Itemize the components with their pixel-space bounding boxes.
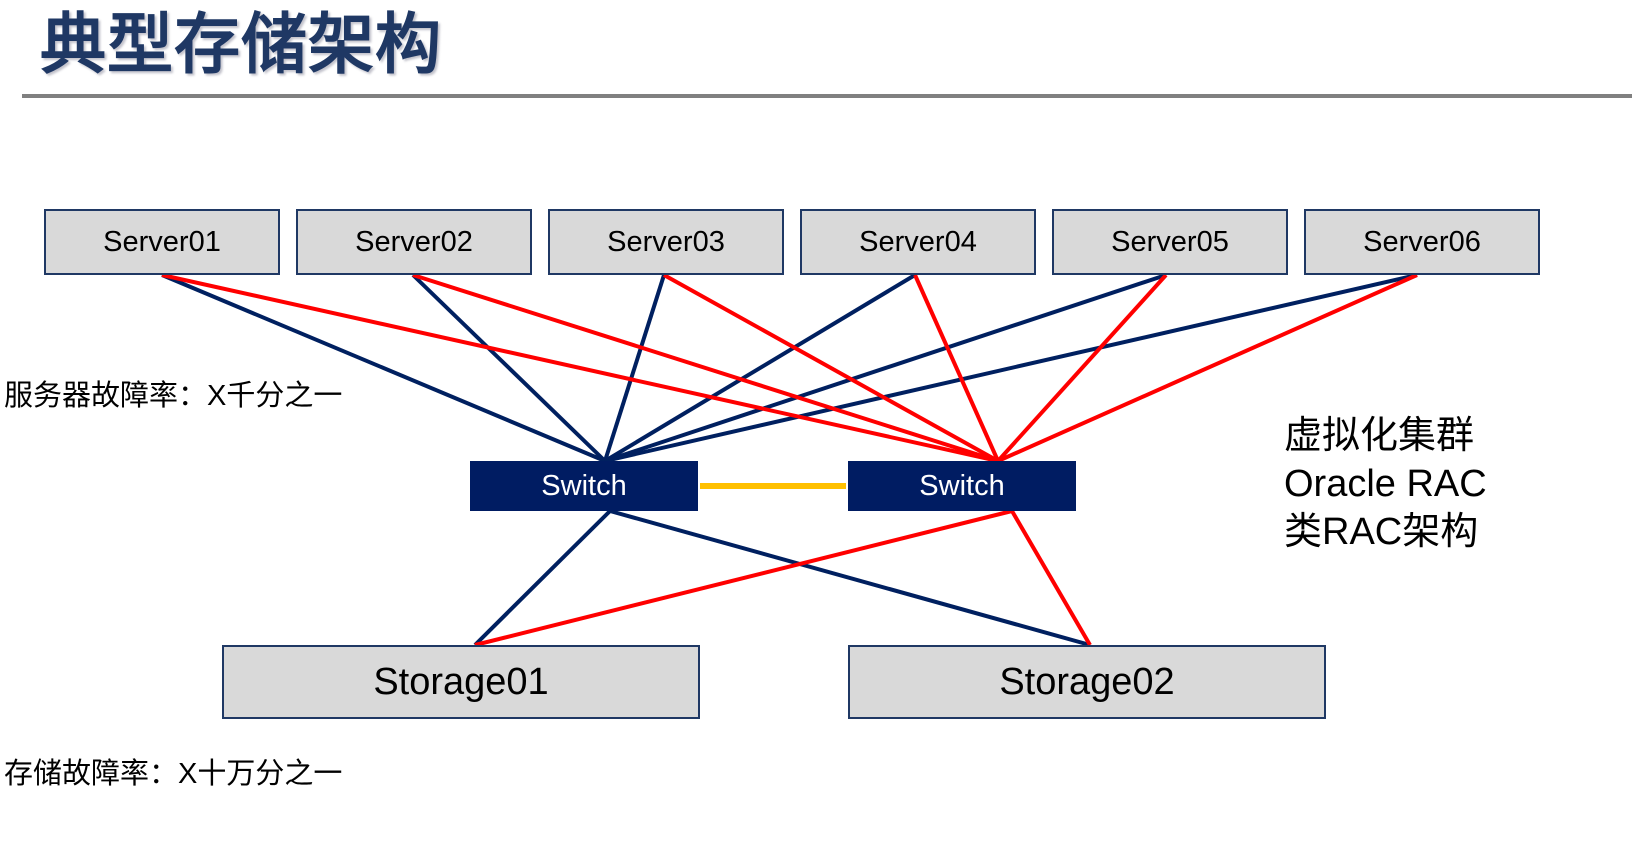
switch-label: Switch <box>919 469 1005 502</box>
switch-box-left[interactable]: Switch <box>470 461 698 511</box>
link-server4-switch-right <box>913 274 1000 462</box>
storage-label: Storage01 <box>373 660 549 703</box>
cluster-note-line-2: Oracle RAC <box>1284 463 1487 505</box>
link-server1-switch-right <box>161 273 999 463</box>
server-label: Server03 <box>607 225 725 258</box>
page-title: 典型存储架构 <box>40 7 442 81</box>
server-box-5[interactable]: Server05 <box>1052 209 1288 275</box>
link-switch-right-storage1 <box>474 509 1013 647</box>
server-label: Server04 <box>859 225 977 258</box>
link-server5-switch-left <box>604 273 1167 463</box>
server-to-switch-links <box>161 273 1418 463</box>
switch-to-storage-links <box>473 509 1092 647</box>
storage-box-2[interactable]: Storage02 <box>848 645 1326 719</box>
server-label: Server02 <box>355 225 473 258</box>
storage-failure-rate-label: 存储故障率：X十万分之一 <box>4 758 343 790</box>
link-switch-right-storage2 <box>1010 509 1092 647</box>
storage-label: Storage02 <box>999 660 1175 703</box>
link-server2-switch-right <box>412 273 999 463</box>
switch-label: Switch <box>541 469 627 502</box>
cluster-note-line-1: 虚拟化集群 <box>1284 415 1475 457</box>
cluster-note-line-3: 类RAC架构 <box>1284 511 1479 553</box>
storage-box-1[interactable]: Storage01 <box>222 645 700 719</box>
link-switch-left-storage1 <box>473 509 612 647</box>
server-box-2[interactable]: Server02 <box>296 209 532 275</box>
link-server6-switch-right <box>997 273 1418 463</box>
link-server3-switch-right <box>663 273 999 463</box>
server-box-3[interactable]: Server03 <box>548 209 784 275</box>
link-server2-switch-left <box>411 273 607 463</box>
link-switch-left-storage2 <box>609 509 1091 647</box>
link-server3-switch-left <box>603 274 666 462</box>
server-box-4[interactable]: Server04 <box>800 209 1036 275</box>
cluster-note: 虚拟化集群 Oracle RAC 类RAC架构 <box>1284 412 1487 556</box>
server-label: Server01 <box>103 225 221 258</box>
link-server1-switch-left <box>161 273 606 463</box>
link-server6-switch-left <box>604 273 1418 463</box>
title-divider <box>22 94 1632 98</box>
switch-box-right[interactable]: Switch <box>848 461 1076 511</box>
link-server5-switch-right <box>996 273 1168 463</box>
server-label: Server05 <box>1111 225 1229 258</box>
server-failure-rate-label: 服务器故障率：X千分之一 <box>4 380 343 412</box>
server-label: Server06 <box>1363 225 1481 258</box>
server-box-1[interactable]: Server01 <box>44 209 280 275</box>
server-box-6[interactable]: Server06 <box>1304 209 1540 275</box>
link-server4-switch-left <box>603 273 917 463</box>
